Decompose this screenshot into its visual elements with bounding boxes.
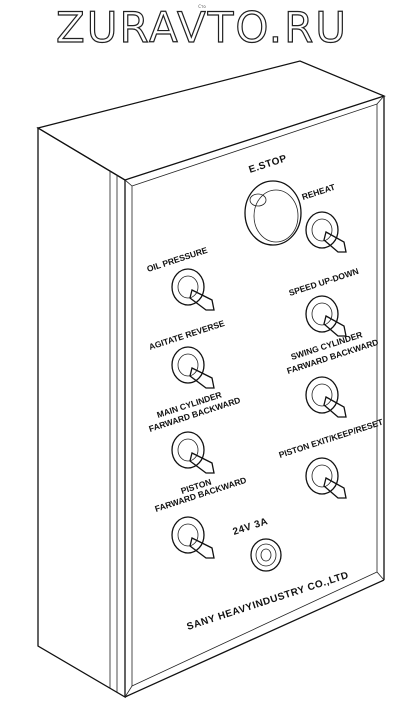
speed-toggle-switch[interactable] xyxy=(305,295,347,337)
piston-ext-toggle-switch[interactable] xyxy=(305,457,347,499)
power-socket[interactable] xyxy=(250,538,282,572)
main-toggle-switch[interactable] xyxy=(171,431,215,474)
speed-label: SPEED UP-DOWN xyxy=(288,266,360,298)
swing-toggle-switch[interactable] xyxy=(305,376,347,418)
reheat-label: REHEAT xyxy=(301,182,337,202)
estop-button[interactable] xyxy=(244,180,302,246)
socket-label: 24V 3A xyxy=(232,516,270,538)
piston-ext-label: PISTON EXIT/KEEP/RESET xyxy=(278,416,385,459)
oil-pressure-toggle-switch[interactable] xyxy=(171,268,215,311)
box-outline xyxy=(36,60,386,699)
reheat-toggle-switch[interactable] xyxy=(305,211,347,253)
agitate-toggle-switch[interactable] xyxy=(171,346,215,389)
estop-label: E.STOP xyxy=(248,153,289,176)
watermark-text: ZURAVTO.RU xyxy=(56,3,348,52)
oil-pressure-label: OIL PRESSURE xyxy=(146,245,209,274)
piston-toggle-switch[interactable] xyxy=(171,516,215,559)
watermark-micro: Сто xyxy=(198,4,206,9)
maker-label: SANY HEAVYINDUSTRY CO.,LTD xyxy=(186,570,351,633)
